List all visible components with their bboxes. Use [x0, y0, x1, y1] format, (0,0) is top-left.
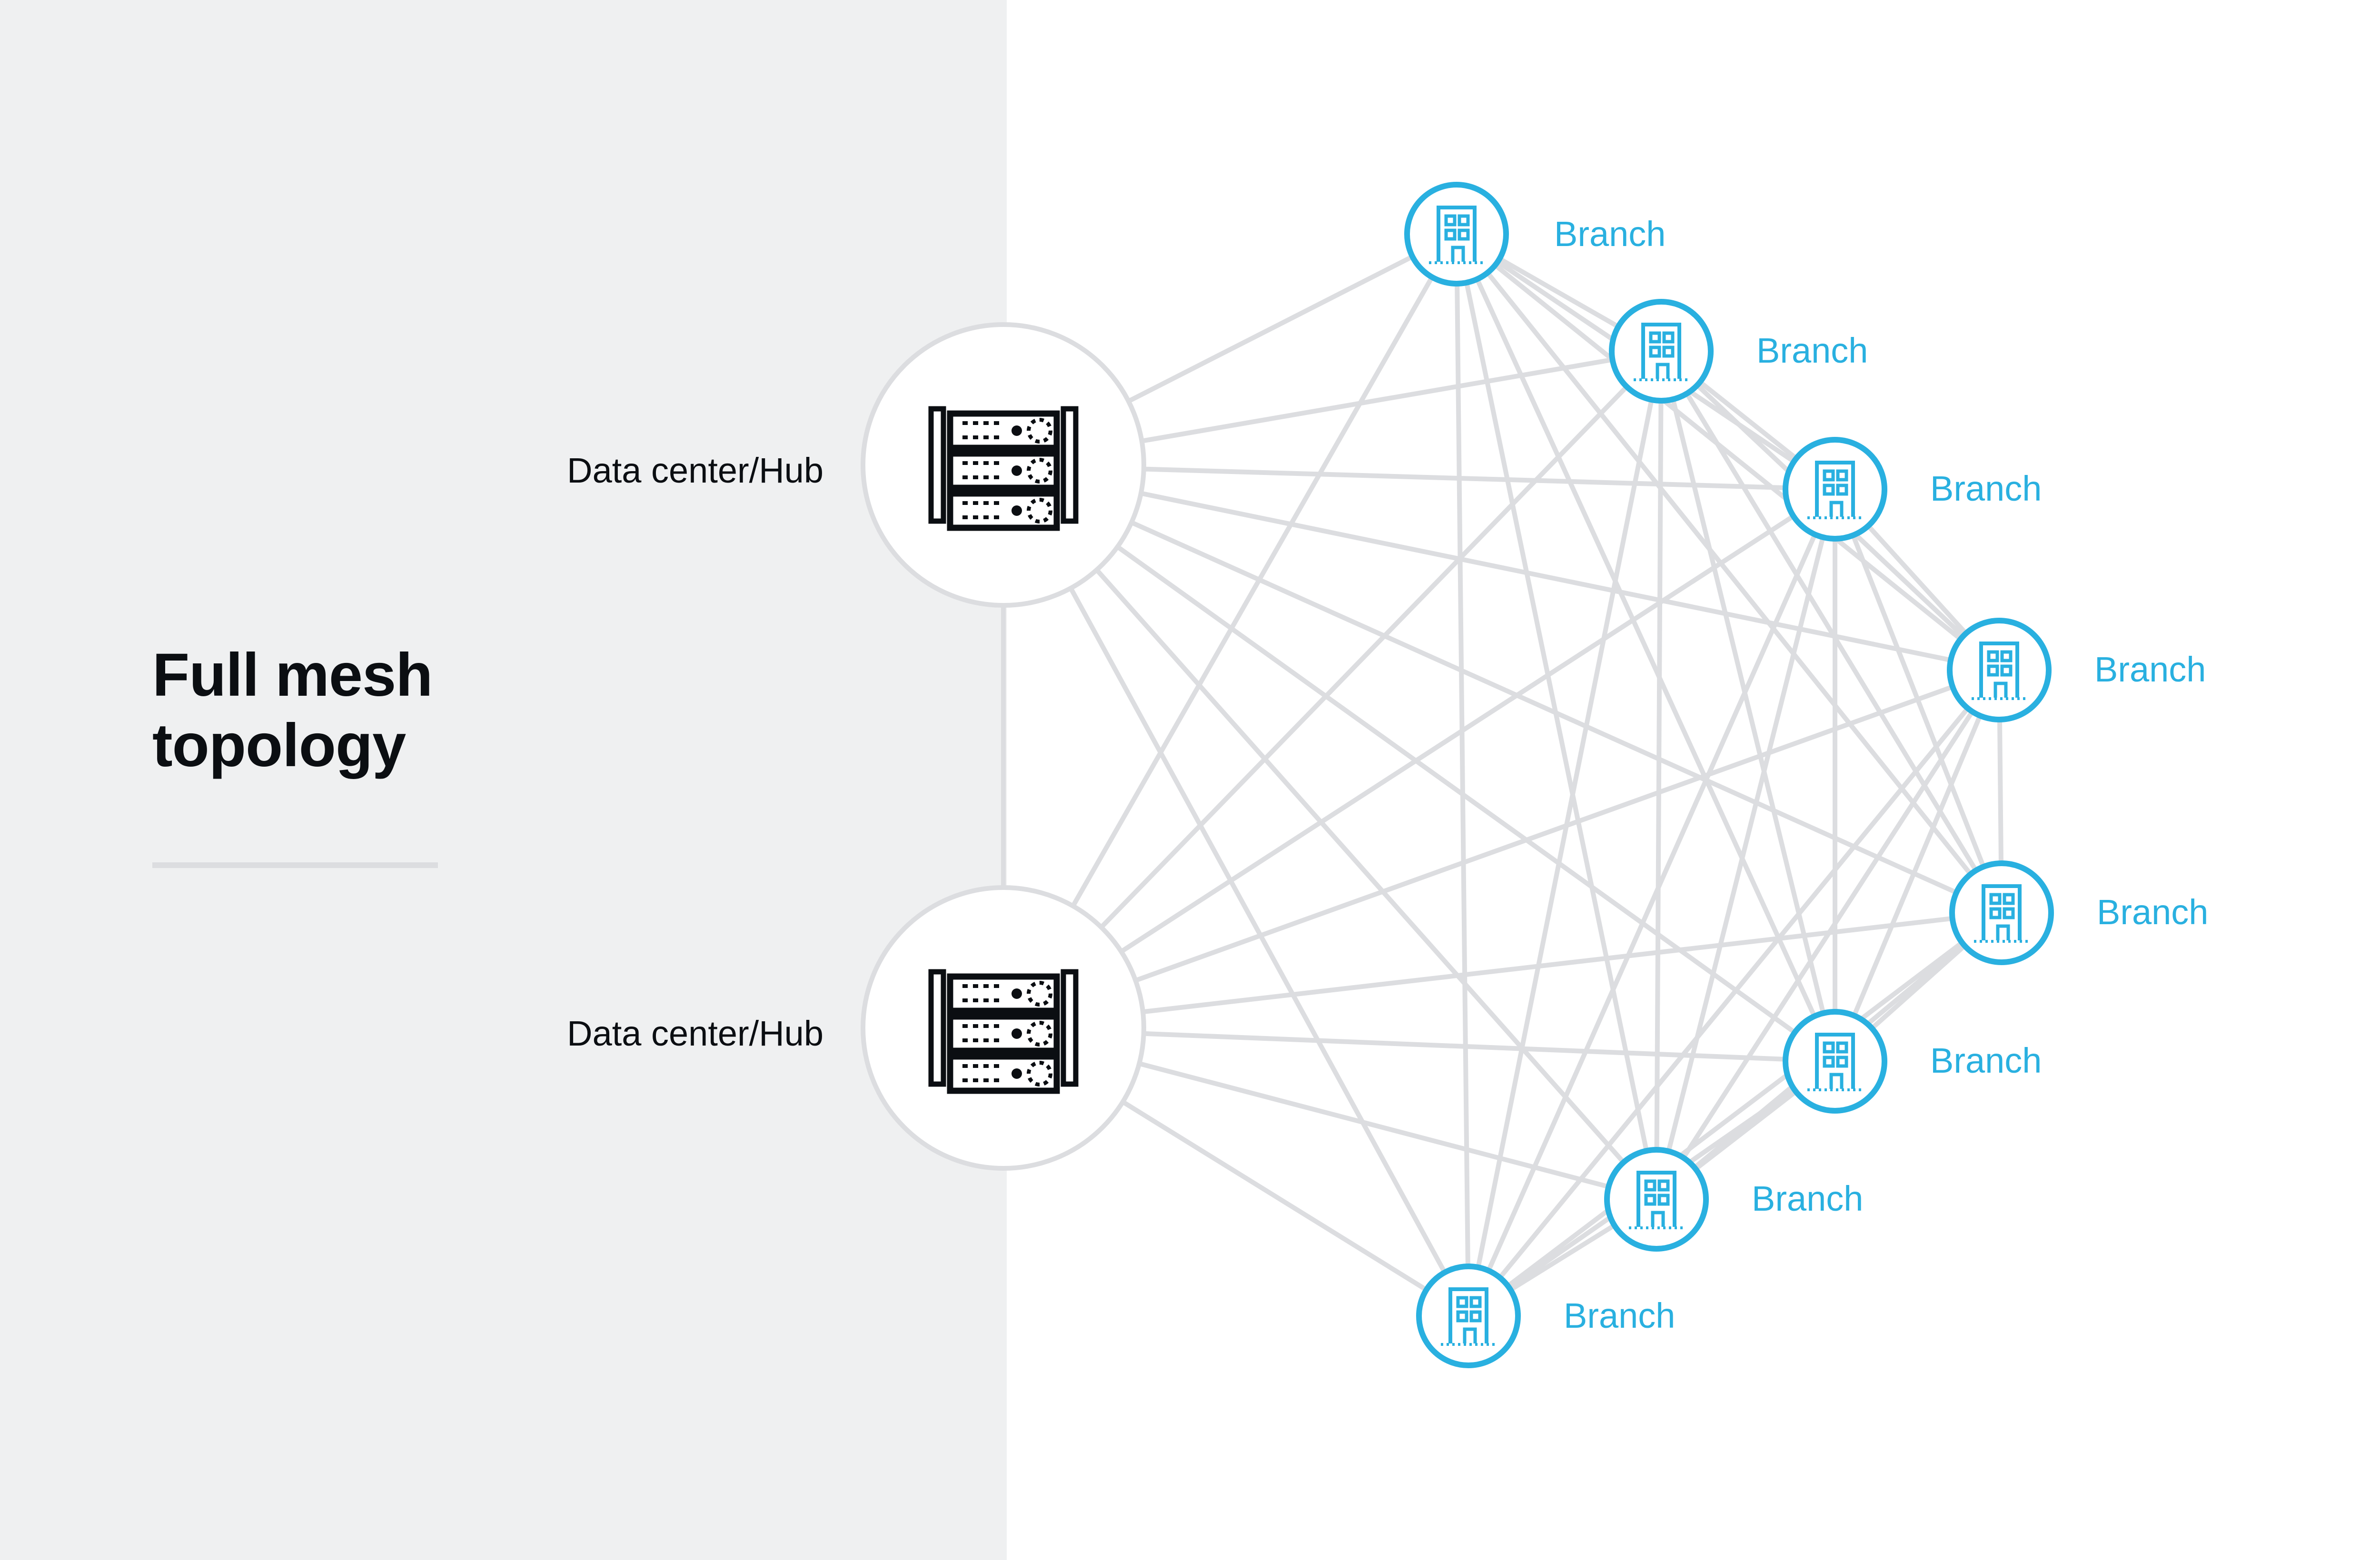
connection-link [1696, 1091, 1796, 1170]
branch-node[interactable] [1783, 1009, 1887, 1114]
connection-link [1476, 401, 1654, 1266]
connection-link [1686, 394, 1977, 870]
connection-link [1851, 536, 1985, 866]
connection-link [1131, 521, 1956, 894]
branch-circle [1609, 299, 1714, 404]
connection-link [1682, 711, 1973, 1158]
connection-link [1499, 708, 1969, 1278]
branch-circle [1947, 618, 2052, 722]
branch-circle [1404, 182, 1509, 286]
title-line-2: topology [152, 711, 406, 780]
connection-link [1136, 685, 1952, 982]
connection-link [1096, 569, 1624, 1163]
connection-link [1511, 1224, 1614, 1291]
title-line-1: Full mesh [152, 641, 433, 709]
branch-circle [1783, 437, 1887, 542]
connection-link [1654, 402, 1664, 1148]
connection-link [1117, 545, 1795, 1034]
branch-label: Branch [1564, 1296, 1676, 1335]
branch-circle [1949, 860, 2054, 965]
connection-link [1142, 357, 1611, 444]
connection-link [1145, 466, 1784, 490]
connection-link [1495, 264, 1961, 640]
branch-node[interactable] [1404, 182, 1509, 286]
data-center-node[interactable] [861, 322, 1146, 608]
branch-node[interactable] [1783, 437, 1887, 542]
branch-node[interactable] [1609, 299, 1714, 404]
branch-label: Branch [1554, 214, 1666, 254]
topology-nodes [861, 182, 2054, 1368]
connection-link [1508, 942, 1962, 1287]
branch-label: Branch [1930, 1041, 2042, 1080]
hub-circle [861, 885, 1146, 1171]
left-panel-background [0, 0, 1007, 1560]
connection-link [1867, 525, 1967, 634]
connection-link [1700, 381, 1796, 459]
title-divider-rule [152, 862, 438, 868]
branch-circle [1416, 1264, 1521, 1368]
branch-node[interactable] [1949, 860, 2054, 965]
connection-link [1455, 285, 1470, 1265]
branch-node[interactable] [1947, 618, 2052, 722]
branch-label: Branch [2097, 892, 2209, 932]
data-center-node[interactable] [861, 885, 1146, 1171]
branch-label: Branch [1756, 331, 1868, 370]
connection-link [1500, 257, 1618, 328]
hub-circle [861, 322, 1146, 608]
connection-link [1671, 400, 1825, 1012]
connection-link [1487, 535, 1816, 1270]
data-center-label: Data center/Hub [567, 451, 823, 490]
connection-link [1129, 255, 1412, 403]
connection-link [1872, 945, 1965, 1029]
connection-link [1465, 284, 1648, 1150]
data-center-label: Data center/Hub [567, 1014, 823, 1053]
connection-link [1997, 721, 2003, 862]
connection-link [1853, 716, 1982, 1015]
connection-link [1140, 1061, 1607, 1189]
connection-link [1071, 277, 1433, 906]
branch-circle [1783, 1009, 1887, 1114]
branch-circle [1604, 1147, 1709, 1252]
connection-link [1069, 588, 1446, 1272]
connection-link [1101, 386, 1627, 928]
branch-label: Branch [1930, 469, 2042, 508]
branch-node[interactable] [1604, 1147, 1709, 1252]
connection-link [1122, 1100, 1426, 1291]
connection-link [1121, 515, 1794, 953]
connection-links [1001, 255, 2003, 1291]
branch-node[interactable] [1416, 1264, 1521, 1368]
connection-link [1141, 491, 1950, 662]
connection-link [1666, 538, 1825, 1150]
branch-label: Branch [1752, 1179, 1864, 1218]
connection-link [1487, 273, 1972, 874]
connection-link [1476, 280, 1816, 1016]
connection-link [1144, 916, 1951, 1014]
branch-label: Branch [2094, 650, 2206, 689]
